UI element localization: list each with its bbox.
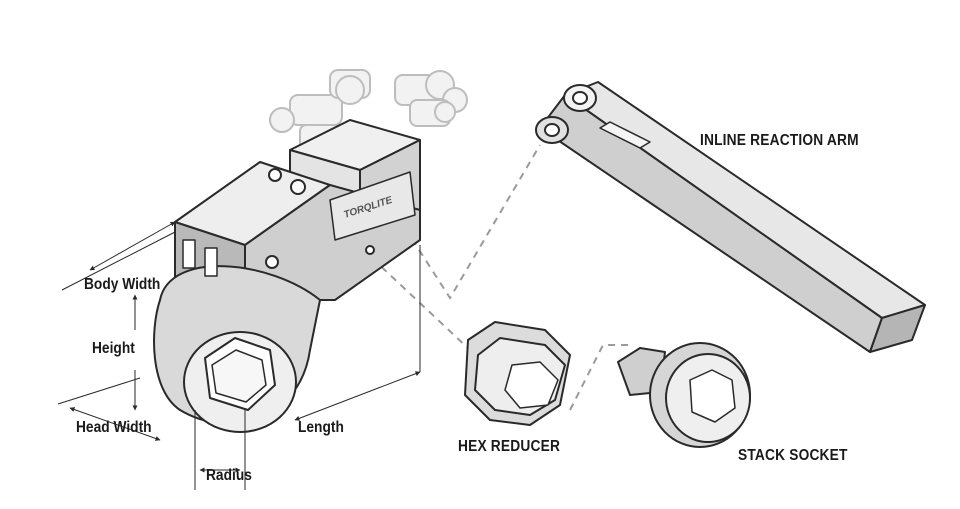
dimension-lines	[57, 221, 421, 490]
label-radius: Radius	[206, 467, 252, 484]
dash-arm-link	[404, 144, 541, 300]
inline-reaction-arm	[535, 81, 926, 353]
label-head-width: Head Width	[76, 419, 152, 436]
label-height: Height	[92, 340, 135, 357]
label-stack-socket: STACK SOCKET	[738, 447, 848, 464]
stack-socket	[617, 342, 751, 448]
torque-wrench-housing	[153, 119, 421, 433]
label-length: Length	[298, 419, 344, 436]
label-inline-reaction-arm: INLINE REACTION ARM	[700, 132, 859, 149]
hex-reducer	[464, 321, 571, 426]
label-body-width: Body Width	[84, 276, 161, 293]
dash-reducer-link	[371, 257, 471, 351]
hose-fittings-ghost	[269, 69, 468, 150]
dash-socket-link	[569, 344, 630, 411]
label-hex-reducer: HEX REDUCER	[458, 438, 561, 455]
